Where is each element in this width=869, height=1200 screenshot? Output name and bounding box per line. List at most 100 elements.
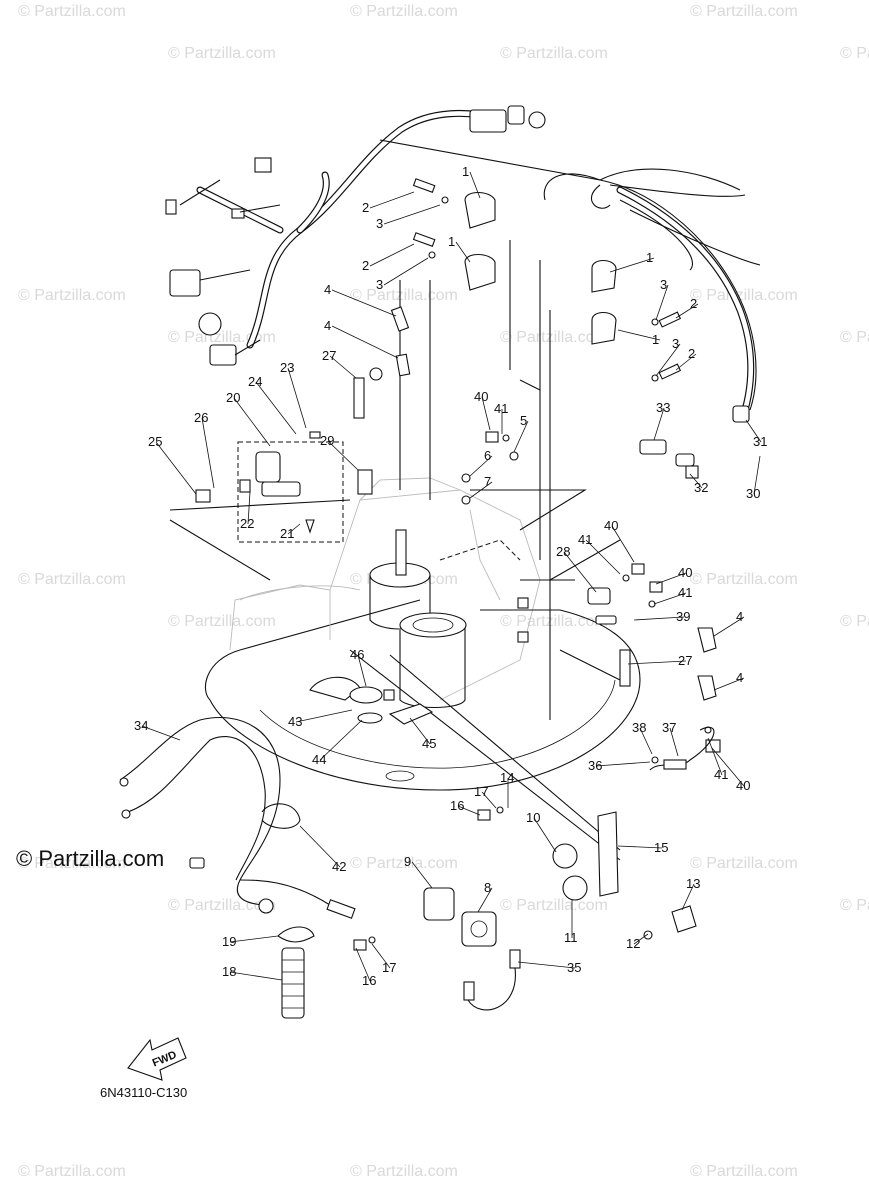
callout-label: 11 xyxy=(564,930,578,945)
callout-label: 3 xyxy=(376,216,383,231)
watermark-text: © Partzilla.com xyxy=(690,3,798,20)
callout-leader-line xyxy=(655,343,681,377)
watermark-text: © Partzilla.com xyxy=(350,3,458,20)
callout-leader-line xyxy=(617,845,663,849)
callout-leader-line xyxy=(633,933,649,945)
brand-watermark: © Partzilla.com xyxy=(16,846,164,871)
callout-label: 14 xyxy=(500,770,514,785)
callout-label: 2 xyxy=(690,296,697,311)
callout-leader-line xyxy=(327,440,359,471)
callout-label: 15 xyxy=(654,840,668,855)
callout-label: 27 xyxy=(678,653,692,668)
watermark-text: © Partzilla.com xyxy=(168,45,276,62)
callout-leader-line xyxy=(533,817,557,853)
callout-label: 18 xyxy=(222,964,236,979)
callout-label: 3 xyxy=(376,277,383,292)
callout-leader-line xyxy=(369,243,415,267)
watermark-text: © Partzilla.com xyxy=(690,571,798,588)
callout-leader-line xyxy=(633,616,685,621)
callout-leader-line xyxy=(331,325,399,359)
callout-label: 43 xyxy=(288,714,302,729)
watermark-text: © Partzilla.com xyxy=(18,571,126,588)
callout-label: 40 xyxy=(604,518,618,533)
callout-leader-line xyxy=(745,419,762,443)
callout-leader-line xyxy=(371,943,391,969)
callout-leader-line xyxy=(609,257,655,273)
engine-drawing xyxy=(169,240,641,861)
callout-leader-line xyxy=(639,727,653,755)
callout-label: 41 xyxy=(494,401,508,416)
callout-leader-line xyxy=(655,284,669,321)
callout-leader-line xyxy=(383,257,429,286)
watermark-text: © Partzilla.com xyxy=(500,613,608,630)
callout-leader-line xyxy=(611,525,635,563)
callout-leader-line xyxy=(617,329,661,341)
callout-label: 46 xyxy=(350,647,364,662)
callout-label: 28 xyxy=(556,544,570,559)
callout-label: 17 xyxy=(474,784,488,799)
callout-leader-line xyxy=(155,441,197,495)
callout-label: 1 xyxy=(652,332,659,347)
callout-label: 40 xyxy=(678,565,692,580)
callout-leader-line xyxy=(229,971,283,981)
callout-label: 25 xyxy=(148,434,162,449)
callout-leader-line xyxy=(469,481,493,499)
watermark-text: © Partzilla.com xyxy=(690,855,798,872)
callout-leader-line xyxy=(369,191,415,209)
callout-label: 40 xyxy=(736,778,750,793)
callout-label: 2 xyxy=(362,258,369,273)
callout-label: 4 xyxy=(736,670,743,685)
callout-label: 1 xyxy=(462,164,469,179)
callout-label: 4 xyxy=(324,318,331,333)
callout-label: 40 xyxy=(474,389,488,404)
callout-leader-line xyxy=(585,539,621,575)
callout-leader-line xyxy=(707,737,723,776)
diagram-code: 6N43110-C130 xyxy=(100,1085,187,1100)
callout-leader-line xyxy=(517,961,576,969)
callout-label: 27 xyxy=(322,348,336,363)
callout-leader-line xyxy=(319,719,363,761)
callout-label: 32 xyxy=(694,480,708,495)
callout-leader-line xyxy=(233,397,271,447)
callout-leader-line xyxy=(689,473,703,489)
watermark-text: © Partzilla.com xyxy=(500,329,608,346)
watermark-text: © Partzilla.com xyxy=(500,897,608,914)
callout-label: 22 xyxy=(240,516,254,531)
callout-label: 4 xyxy=(324,282,331,297)
callout-label: 29 xyxy=(320,433,334,448)
callout-leader-line xyxy=(201,417,215,489)
watermark-text: © Partzilla.com xyxy=(840,45,869,62)
callout-leader-line xyxy=(411,861,433,889)
callout-leader-line xyxy=(457,805,481,816)
callout-leader-line xyxy=(469,455,493,477)
callout-label: 37 xyxy=(662,720,676,735)
callout-label: 2 xyxy=(688,346,695,361)
watermark-text: © Partzilla.com xyxy=(840,329,869,346)
wire-harness xyxy=(165,105,761,414)
callout-leader-line xyxy=(653,592,687,605)
callout-label: 36 xyxy=(588,758,602,773)
callout-leader-line xyxy=(711,747,745,787)
callout-leader-line xyxy=(383,204,441,225)
callout-leader-line xyxy=(513,420,529,453)
watermark-text: © Partzilla.com xyxy=(690,1163,798,1180)
callout-label: 41 xyxy=(678,585,692,600)
watermark-text: © Partzilla.com xyxy=(840,897,869,914)
callout-label: 6 xyxy=(484,448,491,463)
callout-label: 2 xyxy=(362,200,369,215)
callout-label: 38 xyxy=(632,720,646,735)
callout-label: 44 xyxy=(312,752,326,767)
callout-leader-line xyxy=(299,825,341,868)
callout-leader-line xyxy=(469,171,481,199)
callout-leader-line xyxy=(595,761,651,767)
callout-leader-line xyxy=(713,677,745,691)
small-parts xyxy=(119,178,750,1019)
callout-label: 1 xyxy=(448,234,455,249)
watermark-text: © Partzilla.com xyxy=(168,329,276,346)
callout-leader-line xyxy=(653,407,665,441)
fwd-arrow: FWD xyxy=(127,1037,187,1081)
watermark-text: © Partzilla.com xyxy=(18,3,126,20)
callout-label: 30 xyxy=(746,486,760,501)
callout-leader-line xyxy=(331,289,397,317)
